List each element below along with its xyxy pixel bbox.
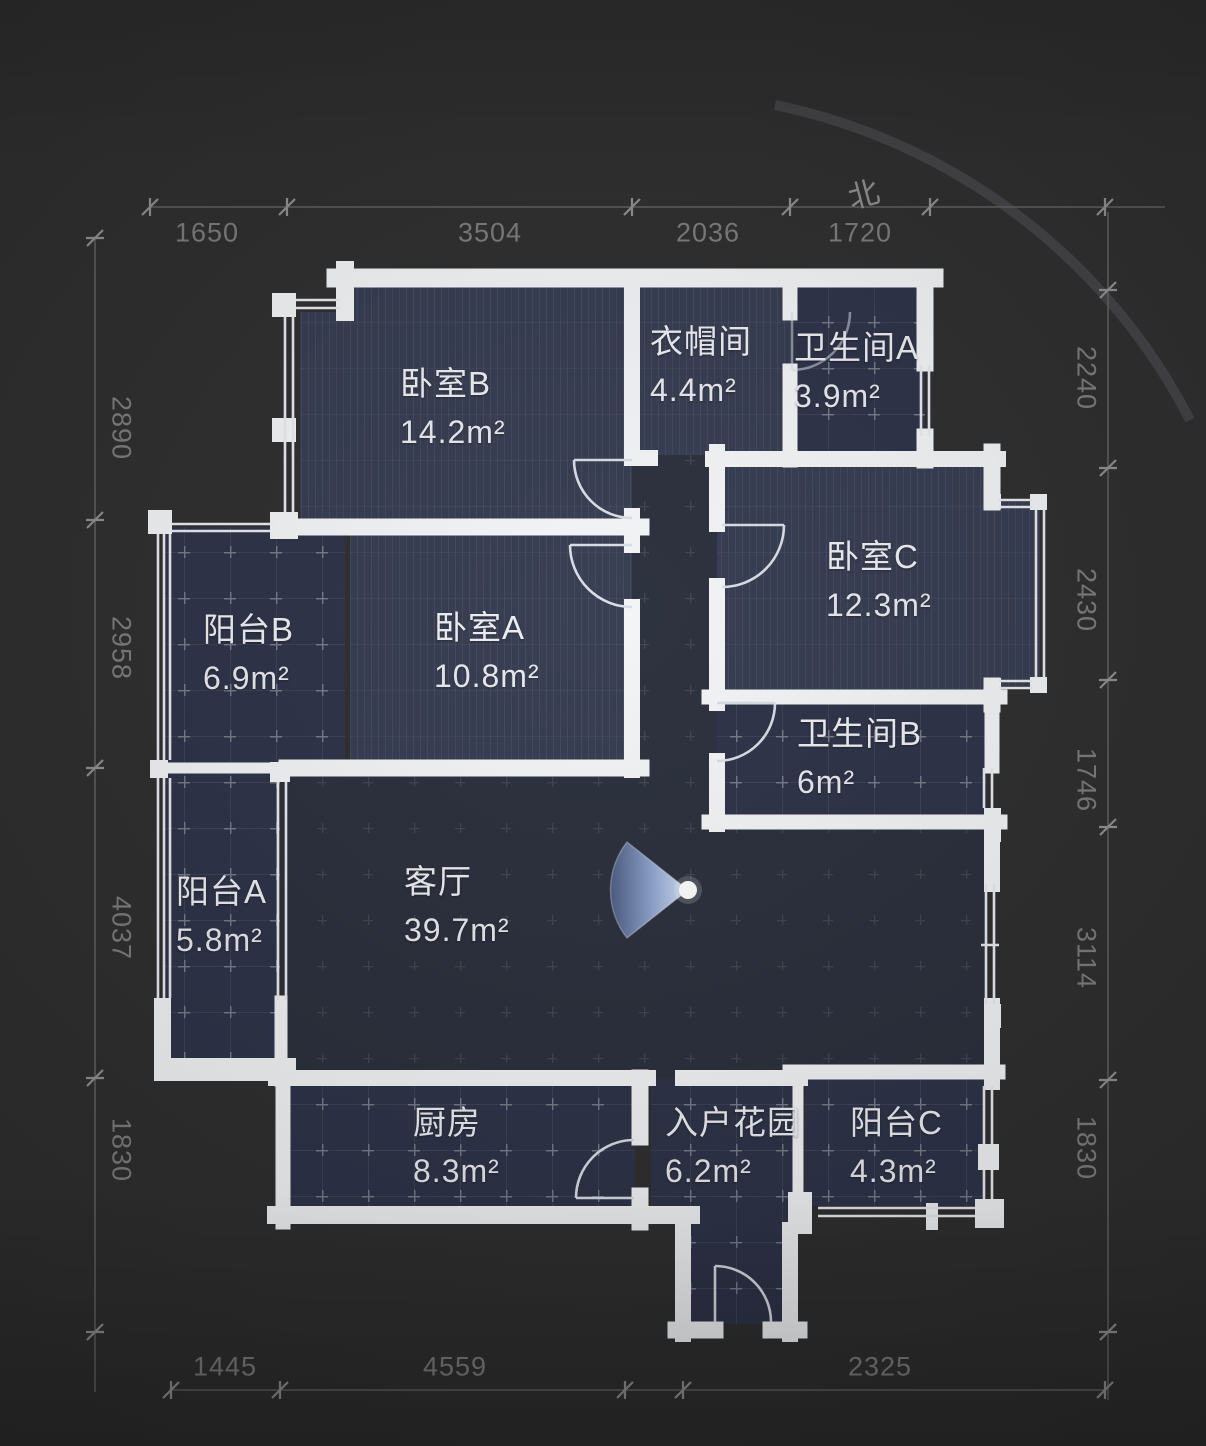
door-bedroom-a [568, 543, 633, 609]
dimension-lines [94, 206, 1165, 1400]
room-area: 10.8m² [434, 658, 540, 694]
room-label-living-room: 客厅 39.7m² [404, 858, 510, 954]
dim-top-1: 1650 [174, 217, 240, 248]
dim-left-4: 1830 [106, 1117, 137, 1183]
window-balcony-c-bottom [818, 1206, 975, 1218]
room-fill-cloakroom [632, 287, 790, 458]
room-area: 5.8m² [176, 922, 263, 958]
dimension-ticks [86, 198, 1117, 1399]
room-label-bedroom-a: 卧室A 10.8m² [434, 604, 540, 700]
room-name: 入户花园 [665, 1104, 801, 1141]
dim-right-3: 1746 [1071, 747, 1102, 813]
room-label-bathroom-b: 卫生间B 6m² [797, 710, 922, 806]
window-balcony-a-right [276, 782, 288, 1000]
room-label-balcony-c: 阳台C 4.3m² [850, 1099, 943, 1195]
room-name: 衣帽间 [650, 323, 752, 360]
room-name: 客厅 [404, 863, 472, 900]
window-living-right [981, 884, 999, 1004]
room-label-balcony-b: 阳台B 6.9m² [203, 606, 294, 702]
camera-view-cone[interactable] [609, 840, 702, 940]
room-name: 卧室C [826, 538, 919, 575]
windows [156, 298, 1046, 1218]
dim-left-3: 4037 [106, 895, 137, 961]
room-fill-bedroom-b [300, 287, 632, 520]
room-area: 12.3m² [826, 587, 932, 623]
doors [568, 311, 852, 1323]
room-label-balcony-a: 阳台A 5.8m² [176, 868, 267, 964]
door-bathroom-b [716, 701, 777, 763]
dim-top-4: 1720 [827, 217, 893, 248]
door-bedroom-b [572, 458, 633, 520]
room-area: 6.2m² [665, 1153, 752, 1189]
room-area: 4.4m² [650, 372, 737, 408]
window-bathroom-b-right [982, 768, 994, 808]
window-balcony-a-left [156, 778, 172, 998]
dim-left-2: 2958 [106, 615, 137, 681]
window-bedroom-c-bay [999, 498, 1046, 690]
room-area: 4.3m² [850, 1153, 937, 1189]
dim-right-2: 2430 [1071, 567, 1102, 633]
room-area: 6.9m² [203, 660, 290, 696]
room-fill-bathroom-b [717, 700, 987, 820]
room-area: 6m² [797, 764, 856, 800]
room-name: 卧室A [434, 609, 526, 646]
dim-left-1: 2890 [106, 395, 137, 461]
room-name: 阳台C [850, 1104, 943, 1141]
room-fill-bathroom-a [790, 287, 925, 458]
camera-point [679, 881, 697, 899]
room-label-bedroom-b: 卧室B 14.2m² [400, 360, 506, 456]
door-kitchen [574, 1138, 635, 1200]
room-name: 厨房 [413, 1104, 481, 1141]
room-fill-balcony-b [165, 527, 345, 767]
room-area: 8.3m² [413, 1153, 500, 1189]
room-area: 14.2m² [400, 414, 506, 450]
room-label-entry-garden: 入户花园 6.2m² [665, 1099, 801, 1195]
dim-right-1: 2240 [1071, 345, 1102, 411]
window-bedroom-b-left [283, 317, 295, 512]
room-label-kitchen: 厨房 8.3m² [413, 1099, 500, 1195]
dim-top-3: 2036 [675, 217, 741, 248]
room-label-bathroom-a: 卫生间A 3.9m² [794, 324, 919, 420]
room-name: 阳台A [176, 873, 268, 910]
room-label-cloakroom: 衣帽间 4.4m² [650, 318, 752, 414]
dim-top-2: 3504 [457, 217, 523, 248]
room-fills [165, 287, 1040, 1324]
window-balcony-b-left [156, 534, 172, 760]
room-area: 3.9m² [794, 378, 881, 414]
dim-bottom-2: 4559 [422, 1351, 488, 1382]
room-fill-bedroom-c [717, 455, 1040, 700]
dim-bottom-3: 2325 [847, 1351, 913, 1382]
room-fill-bedroom-a [350, 530, 632, 768]
dim-right-4: 3114 [1071, 926, 1102, 990]
window-balcony-c-right [982, 1086, 994, 1199]
room-fill-balcony-c [805, 1078, 985, 1206]
door-bedroom-c [721, 523, 786, 589]
dim-bottom-1: 1445 [192, 1351, 258, 1382]
window-bedroom-b-corner [296, 298, 340, 310]
window-balcony-b-top [172, 522, 270, 533]
room-name: 阳台B [203, 611, 295, 648]
dim-right-5: 1830 [1071, 1115, 1102, 1181]
window-bathroom-a-right [919, 365, 931, 436]
door-bathroom-a [790, 311, 852, 372]
room-fill-balcony-a [165, 772, 280, 1075]
compass-arc [773, 100, 1195, 423]
room-name: 卫生间B [797, 715, 923, 752]
room-area: 39.7m² [404, 912, 510, 948]
room-label-bedroom-c: 卧室C 12.3m² [826, 533, 932, 629]
walls [148, 261, 1047, 1342]
door-entrance [713, 1264, 773, 1323]
room-name: 卧室B [400, 365, 492, 402]
room-name: 卫生间A [794, 329, 920, 366]
